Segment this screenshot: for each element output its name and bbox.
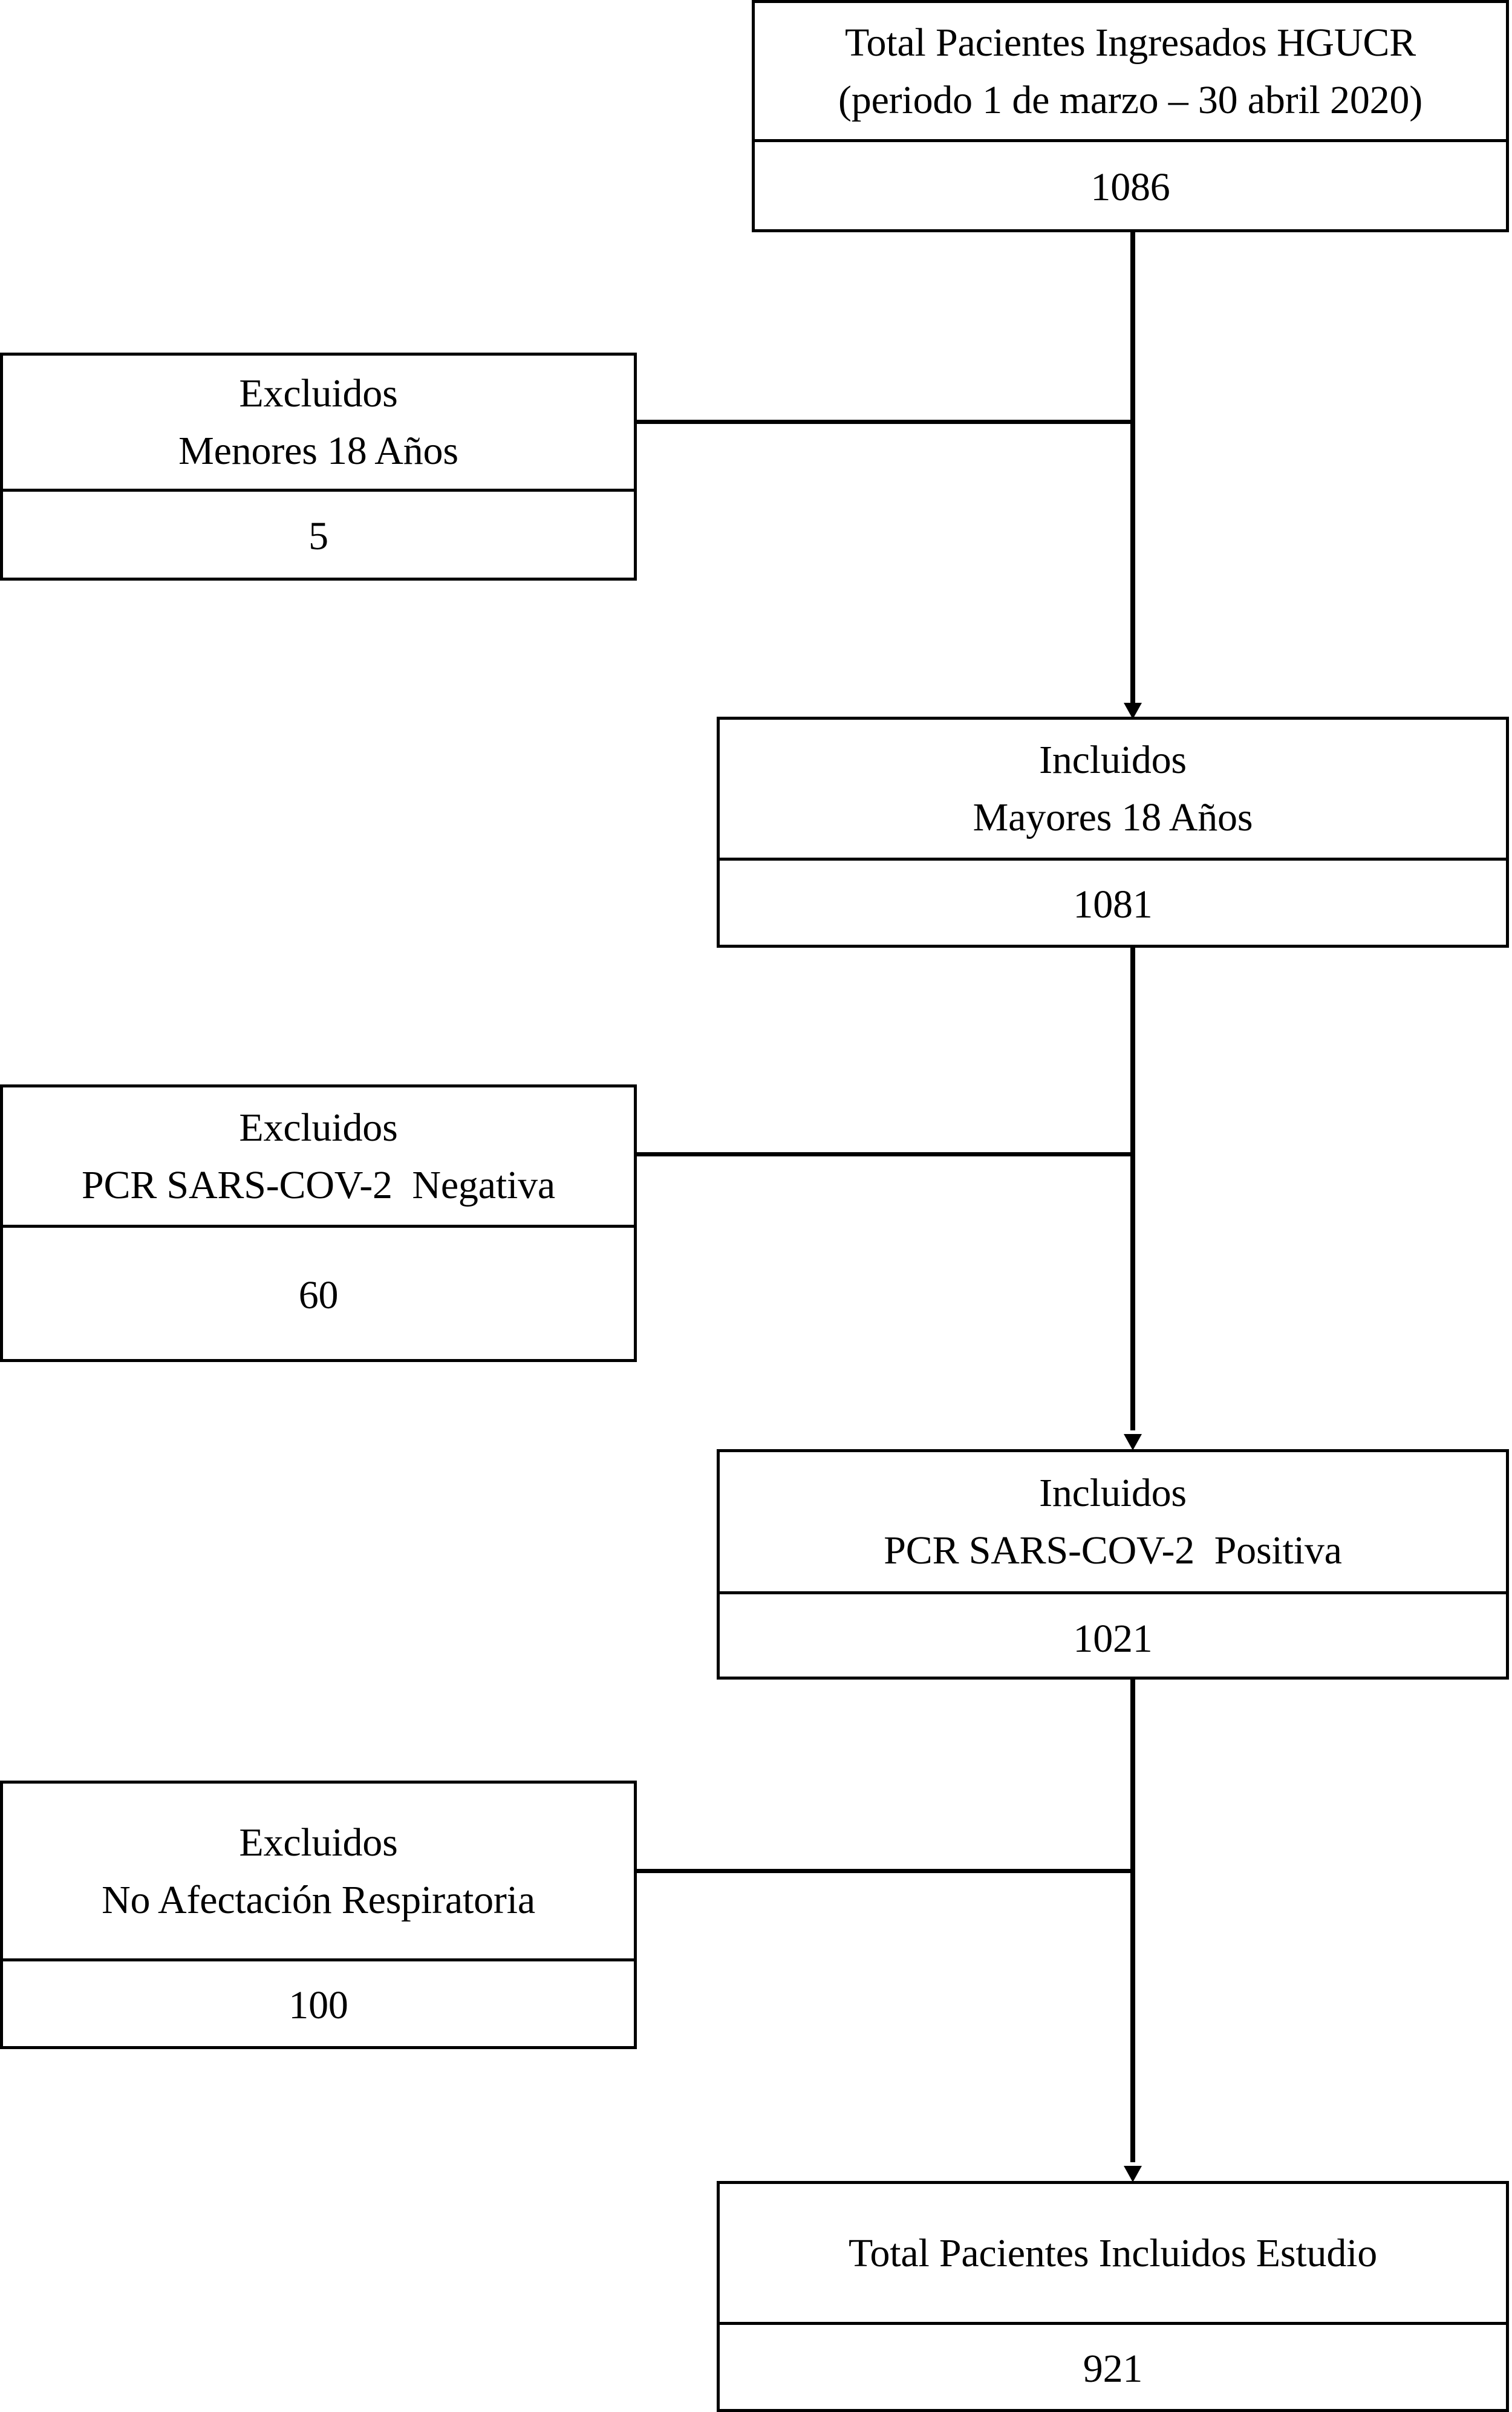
node-incluidos-pcr-positiva: Incluidos PCR SARS-COV-2 Positiva 1021 <box>717 1449 1509 1680</box>
node-incluidos-pcr-positiva-title-line1: Incluidos <box>1039 1471 1187 1515</box>
connector-branch-pcr-negativa <box>634 1152 1133 1156</box>
node-excluidos-no-respiratoria-title-line1: Excluidos <box>239 1820 398 1865</box>
connector-branch-no-respiratoria <box>634 1869 1133 1873</box>
node-excluidos-no-respiratoria-title-line2: No Afectación Respiratoria <box>102 1877 535 1922</box>
node-excluidos-menores-count: 5 <box>308 514 328 558</box>
node-excluidos-no-respiratoria-count-cell: 100 <box>3 1961 634 2049</box>
node-excluidos-pcr-negativa-count: 60 <box>298 1273 339 1317</box>
node-incluidos-pcr-positiva-count: 1021 <box>1073 1616 1153 1661</box>
node-total-ingresados: Total Pacientes Ingresados HGUCR (period… <box>752 0 1509 232</box>
node-excluidos-pcr-negativa-count-cell: 60 <box>3 1228 634 1362</box>
node-incluidos-mayores-count-cell: 1081 <box>720 861 1506 948</box>
connector-positiva-to-estudio <box>1130 1678 1135 2162</box>
node-incluidos-pcr-positiva-title-line2: PCR SARS-COV-2 Positiva <box>884 1528 1342 1573</box>
node-excluidos-no-respiratoria-title: Excluidos No Afectación Respiratoria <box>3 1784 634 1961</box>
node-total-ingresados-title-line2: (periodo 1 de marzo – 30 abril 2020) <box>838 77 1422 122</box>
node-excluidos-pcr-negativa-title: Excluidos PCR SARS-COV-2 Negativa <box>3 1087 634 1228</box>
node-excluidos-no-respiratoria-count: 100 <box>288 1983 348 2027</box>
node-excluidos-menores-title-line1: Excluidos <box>239 371 398 416</box>
node-total-incluidos-estudio-count-cell: 921 <box>720 2325 1506 2412</box>
node-incluidos-pcr-positiva-count-cell: 1021 <box>720 1594 1506 1683</box>
node-excluidos-no-respiratoria: Excluidos No Afectación Respiratoria 100 <box>0 1781 637 2049</box>
node-incluidos-mayores: Incluidos Mayores 18 Años 1081 <box>717 717 1509 948</box>
node-total-ingresados-title-line1: Total Pacientes Ingresados HGUCR <box>845 20 1416 65</box>
node-excluidos-pcr-negativa-title-line1: Excluidos <box>239 1105 398 1150</box>
node-total-ingresados-title: Total Pacientes Ingresados HGUCR (period… <box>755 3 1506 142</box>
node-total-incluidos-estudio-count: 921 <box>1083 2346 1143 2391</box>
node-excluidos-pcr-negativa-title-line2: PCR SARS-COV-2 Negativa <box>81 1162 555 1207</box>
node-incluidos-mayores-title: Incluidos Mayores 18 Años <box>720 720 1506 861</box>
node-total-incluidos-estudio-title: Total Pacientes Incluidos Estudio <box>720 2184 1506 2325</box>
node-incluidos-mayores-title-line2: Mayores 18 Años <box>973 795 1253 839</box>
node-incluidos-mayores-title-line1: Incluidos <box>1039 738 1187 782</box>
node-total-incluidos-estudio-title-line1: Total Pacientes Incluidos Estudio <box>848 2231 1378 2275</box>
arrowhead-total-to-mayores <box>1124 703 1142 719</box>
node-total-ingresados-count: 1086 <box>1090 165 1170 209</box>
connector-total-to-mayores <box>1130 231 1135 709</box>
connector-branch-menores <box>634 420 1133 424</box>
node-incluidos-pcr-positiva-title: Incluidos PCR SARS-COV-2 Positiva <box>720 1452 1506 1594</box>
node-incluidos-mayores-count: 1081 <box>1073 882 1153 927</box>
arrowhead-mayores-to-positiva <box>1124 1434 1142 1450</box>
node-excluidos-pcr-negativa: Excluidos PCR SARS-COV-2 Negativa 60 <box>0 1084 637 1362</box>
node-excluidos-menores-title-line2: Menores 18 Años <box>178 429 458 473</box>
node-excluidos-menores-count-cell: 5 <box>3 492 634 581</box>
node-total-ingresados-count-cell: 1086 <box>755 142 1506 232</box>
node-excluidos-menores-title: Excluidos Menores 18 Años <box>3 356 634 492</box>
arrowhead-positiva-to-estudio <box>1124 2166 1142 2182</box>
node-total-incluidos-estudio: Total Pacientes Incluidos Estudio 921 <box>717 2181 1509 2412</box>
connector-mayores-to-positiva <box>1130 947 1135 1430</box>
node-excluidos-menores: Excluidos Menores 18 Años 5 <box>0 353 637 581</box>
